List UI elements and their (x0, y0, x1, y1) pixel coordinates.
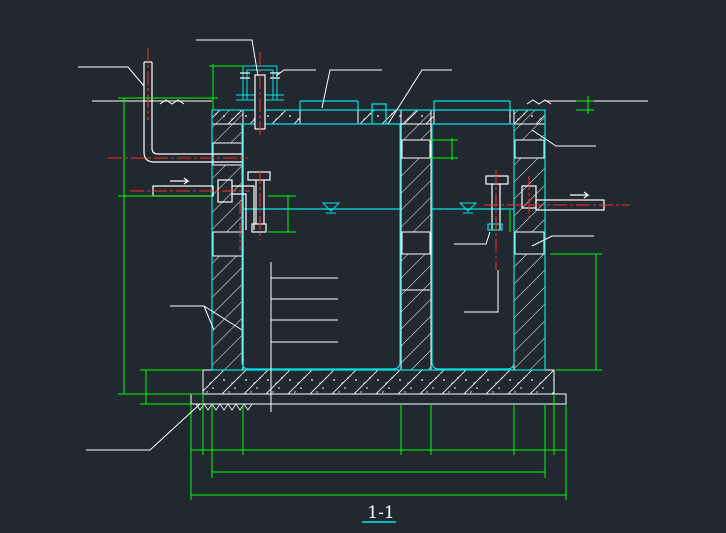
centerlines (108, 48, 630, 270)
section-title: 1-1 (367, 503, 394, 523)
dimension-lines (118, 64, 602, 500)
tank-inner-outline (211, 100, 546, 371)
water-level-symbol (321, 202, 478, 214)
ladder-rungs (270, 262, 338, 412)
ground-line (92, 99, 648, 105)
base-slab (190, 369, 567, 411)
left-tee-pipe (232, 171, 271, 233)
tank-walls (211, 109, 546, 371)
leader-lines (78, 39, 596, 451)
